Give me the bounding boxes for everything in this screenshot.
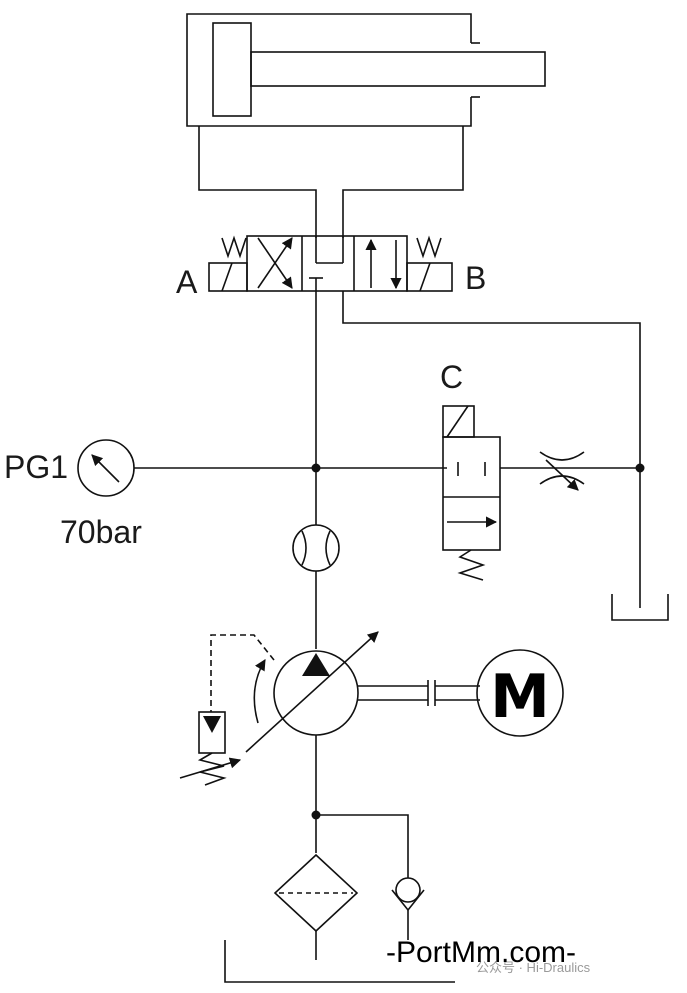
- gauge-reading: 70bar: [60, 514, 142, 550]
- filter-icon: [273, 853, 359, 933]
- valve-c-label: C: [440, 359, 463, 395]
- spring-left: [221, 235, 247, 259]
- site-footer: -PortMm.com-: [386, 936, 576, 969]
- flow-meter-icon: [292, 524, 340, 572]
- rotation-arrow: [253, 659, 266, 724]
- junction-dot: [635, 463, 645, 473]
- port-a-label: A: [176, 264, 198, 300]
- tank-right-icon: [611, 594, 669, 621]
- junction-dot: [311, 810, 321, 820]
- compensator-triangle: [203, 716, 221, 733]
- valve-spring: [457, 549, 486, 581]
- pilot-line: [210, 634, 275, 712]
- electric-motor-icon: [476, 649, 564, 737]
- cylinder-rod: [250, 51, 546, 87]
- solenoid-left: [208, 262, 248, 292]
- tank-bottom-icon: [224, 940, 455, 983]
- line-valve-to-tank: [342, 291, 641, 468]
- junction-dot: [311, 463, 321, 473]
- line-cylinder-b: [342, 126, 464, 238]
- port-b-label: B: [465, 260, 486, 296]
- spring-right: [416, 235, 442, 259]
- watermark-text: 公众号 · Hi-Draulics: [476, 960, 591, 975]
- motor-label: M: [490, 662, 550, 732]
- cylinder-piston: [212, 22, 252, 117]
- hydraulic-cylinder-icon: [186, 13, 546, 127]
- solenoid-right: [406, 262, 453, 292]
- line-cylinder-a: [198, 126, 317, 238]
- check-valve-icon: [391, 877, 425, 912]
- line-suction-branch: [316, 814, 409, 878]
- gauge-label: PG1: [4, 449, 68, 485]
- throttle-valve-icon: [539, 451, 585, 491]
- solenoid-valve-icon: [442, 405, 501, 581]
- pressure-gauge-icon: [77, 439, 135, 497]
- pump-direction-triangle: [302, 653, 330, 676]
- cross-arrow-2: [257, 237, 293, 289]
- directional-valve-icon: [208, 235, 453, 292]
- solenoid-coil: [442, 405, 475, 438]
